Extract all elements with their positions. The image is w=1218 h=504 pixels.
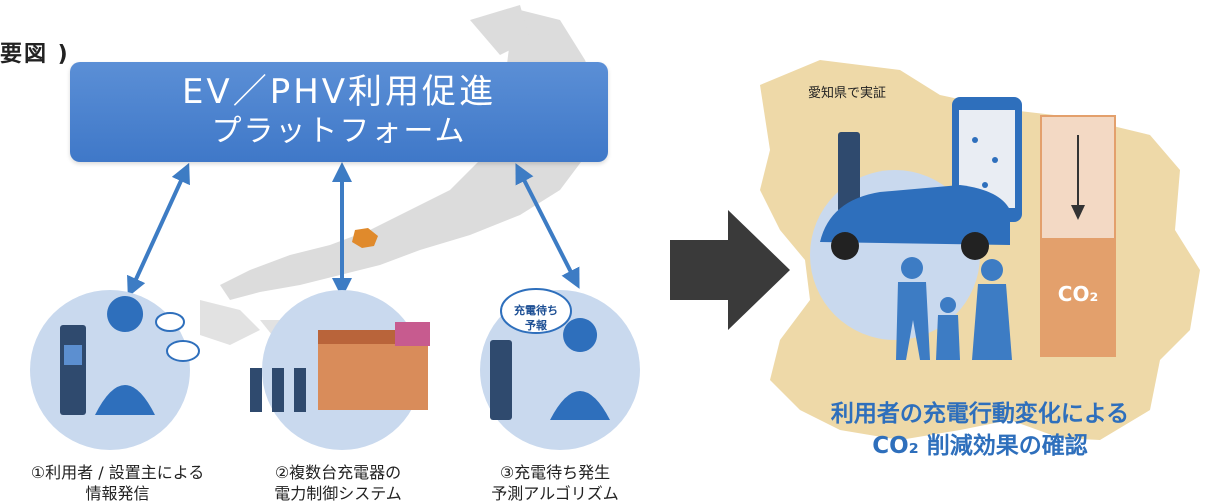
charger-illustration <box>838 132 860 212</box>
component-2-caption-line2: 電力制御システム <box>274 484 402 503</box>
arrow-right <box>515 163 580 289</box>
component-2-caption: ②複数台充電器の 電力制御システム <box>238 462 438 504</box>
big-arrow <box>670 210 790 330</box>
platform-title-line1: EV／PHV利用促進 <box>181 72 497 112</box>
region-label: 愛知県で実証 <box>808 86 887 101</box>
family-silhouette <box>896 257 1012 360</box>
heading-fragment: 要図 ) <box>0 42 70 67</box>
speech-bubble-text: 充電待ち 予報 <box>504 303 568 333</box>
co2-bar <box>1040 115 1116 357</box>
component-3-illustration <box>480 288 640 450</box>
component-1-caption-line1: ①利用者 / 設置主による <box>30 463 205 482</box>
conclusion-text: 利用者の充電行動変化による CO₂ 削減効果の確認 <box>790 398 1170 462</box>
conclusion-line1: 利用者の充電行動変化による <box>830 401 1130 427</box>
aichi-highlight <box>352 228 378 248</box>
speech-bubble-line1: 充電待ち <box>514 304 558 317</box>
component-2-illustration <box>250 290 430 450</box>
component-3-caption-line2: 予測アルゴリズム <box>491 484 619 503</box>
component-1-caption-line2: 情報発信 <box>85 484 150 503</box>
platform-box: EV／PHV利用促進 プラットフォーム <box>70 62 608 162</box>
speech-bubble-line2: 予報 <box>525 319 547 332</box>
co2-label: CO₂ <box>1057 282 1099 306</box>
platform-title-line2: プラットフォーム <box>211 114 467 149</box>
arrow-left <box>127 162 190 298</box>
component-3-caption: ③充電待ち発生 予測アルゴリズム <box>470 462 640 504</box>
car-illustration <box>820 185 1010 260</box>
conclusion-line2: CO₂ 削減効果の確認 <box>872 433 1088 459</box>
component-2-caption-line1: ②複数台充電器の <box>274 463 402 482</box>
component-1-illustration <box>30 290 200 450</box>
component-3-caption-line1: ③充電待ち発生 <box>499 463 611 482</box>
component-1-caption: ①利用者 / 設置主による 情報発信 <box>0 462 235 504</box>
